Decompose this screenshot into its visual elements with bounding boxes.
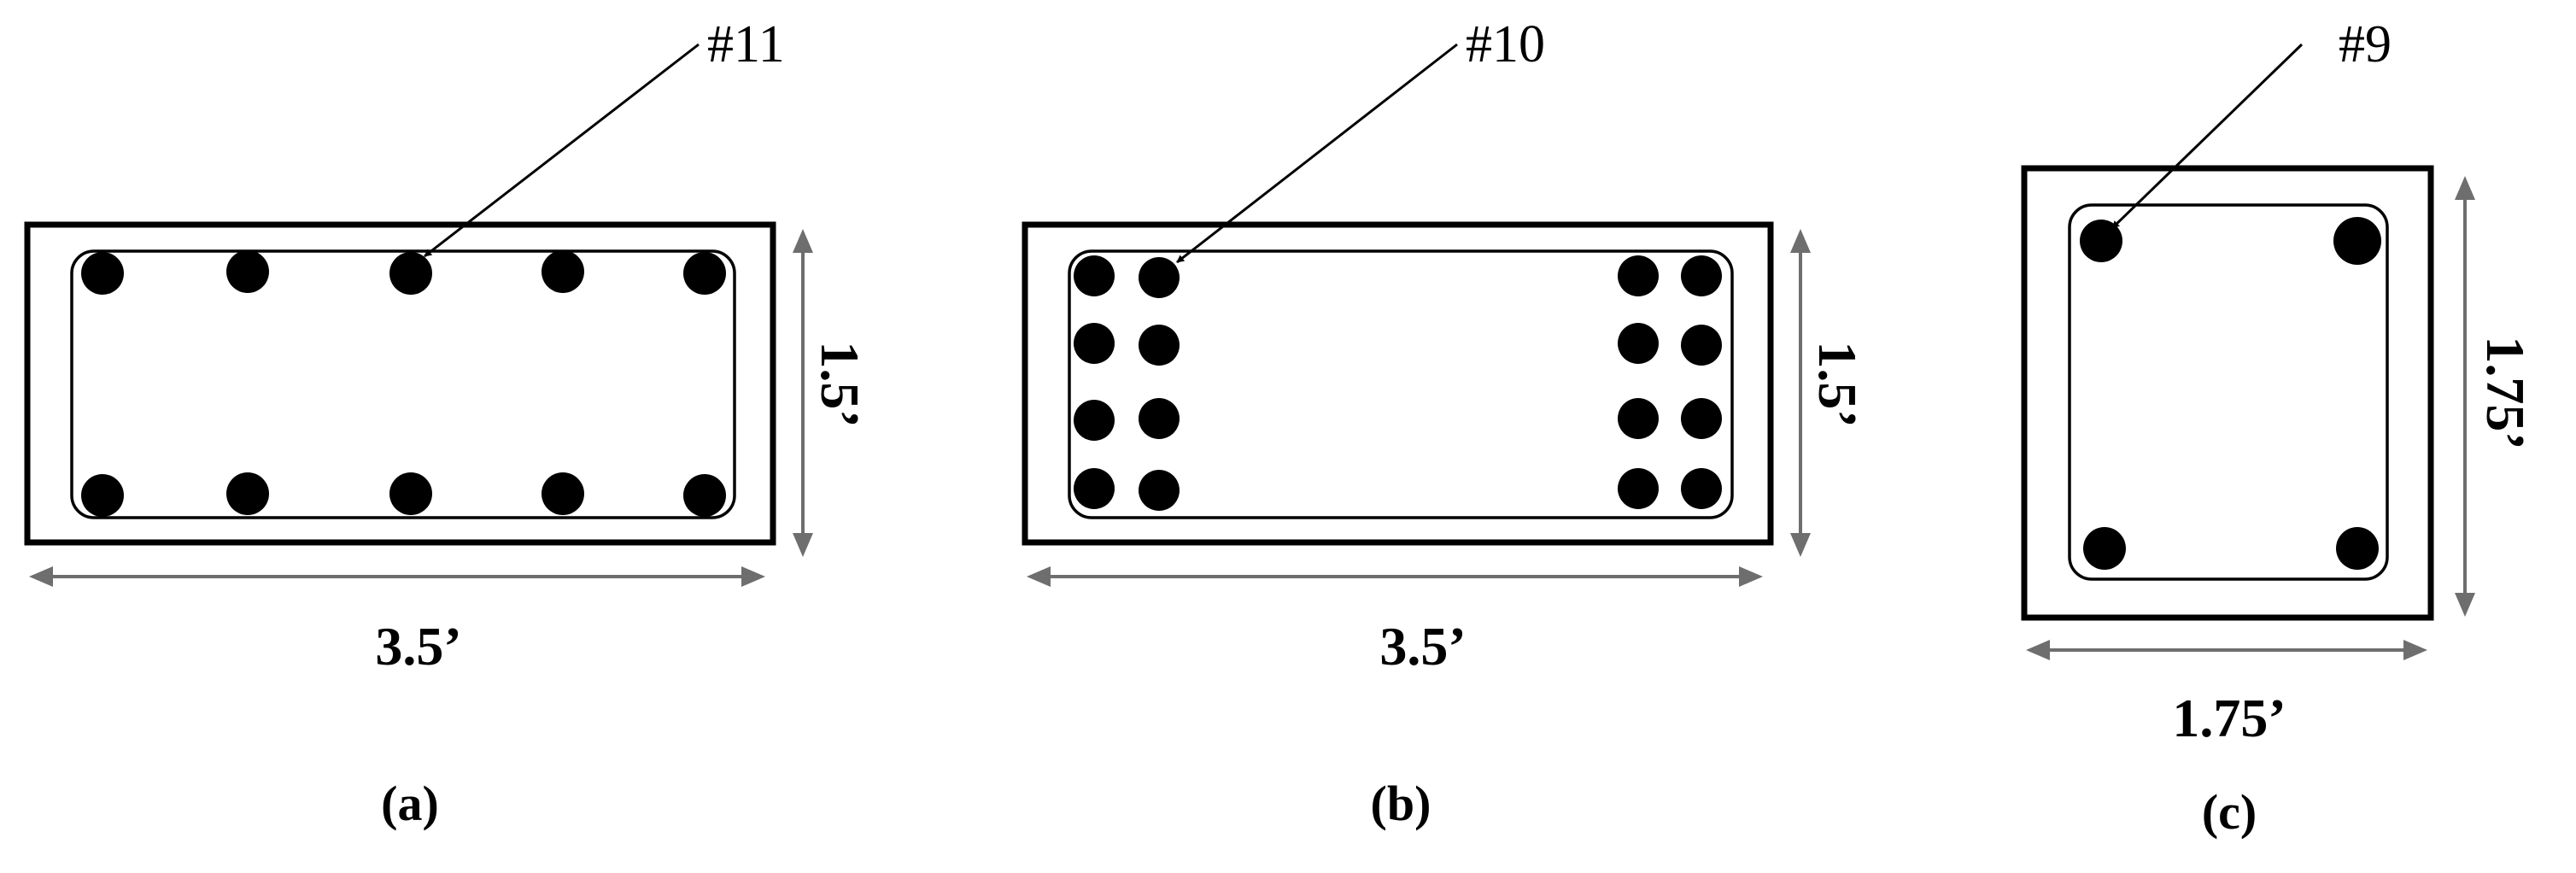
section-b-stirrup xyxy=(1068,249,1734,519)
rebar xyxy=(389,472,432,515)
rebar xyxy=(81,252,124,295)
rebar xyxy=(542,250,584,293)
section-b: #10 1.5’ 3.5’ (b) xyxy=(1022,15,1868,831)
rebar xyxy=(1681,468,1722,509)
rebar xyxy=(226,472,269,515)
section-c-height-label: 1.75’ xyxy=(2475,336,2536,449)
section-c: #9 1.75’ 1.75’ (c) xyxy=(2021,15,2536,840)
section-b-height-label: 1.5’ xyxy=(1807,341,1868,427)
section-c-width-dimension xyxy=(2026,640,2427,660)
rebar xyxy=(81,474,124,517)
section-a-bars xyxy=(81,250,726,517)
section-c-bars xyxy=(2080,217,2381,570)
section-c-caption: (c) xyxy=(2202,784,2257,840)
section-c-height-dimension xyxy=(2455,176,2475,617)
rebar xyxy=(1139,398,1180,439)
rebar xyxy=(1618,468,1659,509)
section-c-leader-arrow xyxy=(2111,43,2304,230)
rebar xyxy=(542,472,584,515)
section-c-stirrup xyxy=(2068,203,2389,581)
rebar xyxy=(1681,325,1722,366)
rebar xyxy=(1074,255,1115,296)
section-b-bar-label: #10 xyxy=(1466,15,1545,73)
section-a-height-label: 1.5’ xyxy=(810,341,870,427)
rebar xyxy=(1618,323,1659,364)
rebar xyxy=(1139,257,1180,298)
section-b-leader-arrow xyxy=(1176,43,1458,264)
section-b-width-label: 3.5’ xyxy=(1379,616,1466,677)
section-a-caption: (a) xyxy=(381,776,439,831)
section-a-width-dimension xyxy=(29,566,765,587)
rebar xyxy=(226,250,269,293)
section-b-bars xyxy=(1074,255,1722,511)
rebar xyxy=(1074,323,1115,364)
rebar xyxy=(1139,325,1180,366)
rebar xyxy=(1139,470,1180,511)
section-b-height-dimension xyxy=(1790,229,1811,557)
section-a-bar-label: #11 xyxy=(707,15,785,73)
section-a-height-dimension xyxy=(793,229,813,557)
rebar xyxy=(2333,217,2381,265)
section-b-outline xyxy=(1022,221,1774,546)
rebar xyxy=(683,474,726,517)
section-c-bar-label: #9 xyxy=(2339,15,2392,73)
section-c-outline xyxy=(2021,165,2434,621)
rebar xyxy=(683,252,726,295)
rebar xyxy=(1074,468,1115,509)
rebar xyxy=(389,252,432,295)
section-a-width-label: 3.5’ xyxy=(375,616,461,677)
rebar xyxy=(2336,527,2379,570)
section-a-outline xyxy=(24,221,776,546)
section-c-width-label: 1.75’ xyxy=(2172,688,2286,748)
rebar xyxy=(1074,400,1115,441)
section-a-stirrup xyxy=(70,249,736,519)
section-b-width-dimension xyxy=(1027,566,1763,587)
section-a-leader-arrow xyxy=(424,43,700,258)
rebar xyxy=(1618,255,1659,296)
rebar xyxy=(1681,398,1722,439)
rebar xyxy=(2080,220,2122,262)
section-b-caption: (b) xyxy=(1371,776,1431,831)
rebar xyxy=(1681,255,1722,296)
rebar xyxy=(2083,527,2126,570)
rebar xyxy=(1618,398,1659,439)
section-a: #11 1.5’ 3.5’ (a) xyxy=(24,15,870,831)
